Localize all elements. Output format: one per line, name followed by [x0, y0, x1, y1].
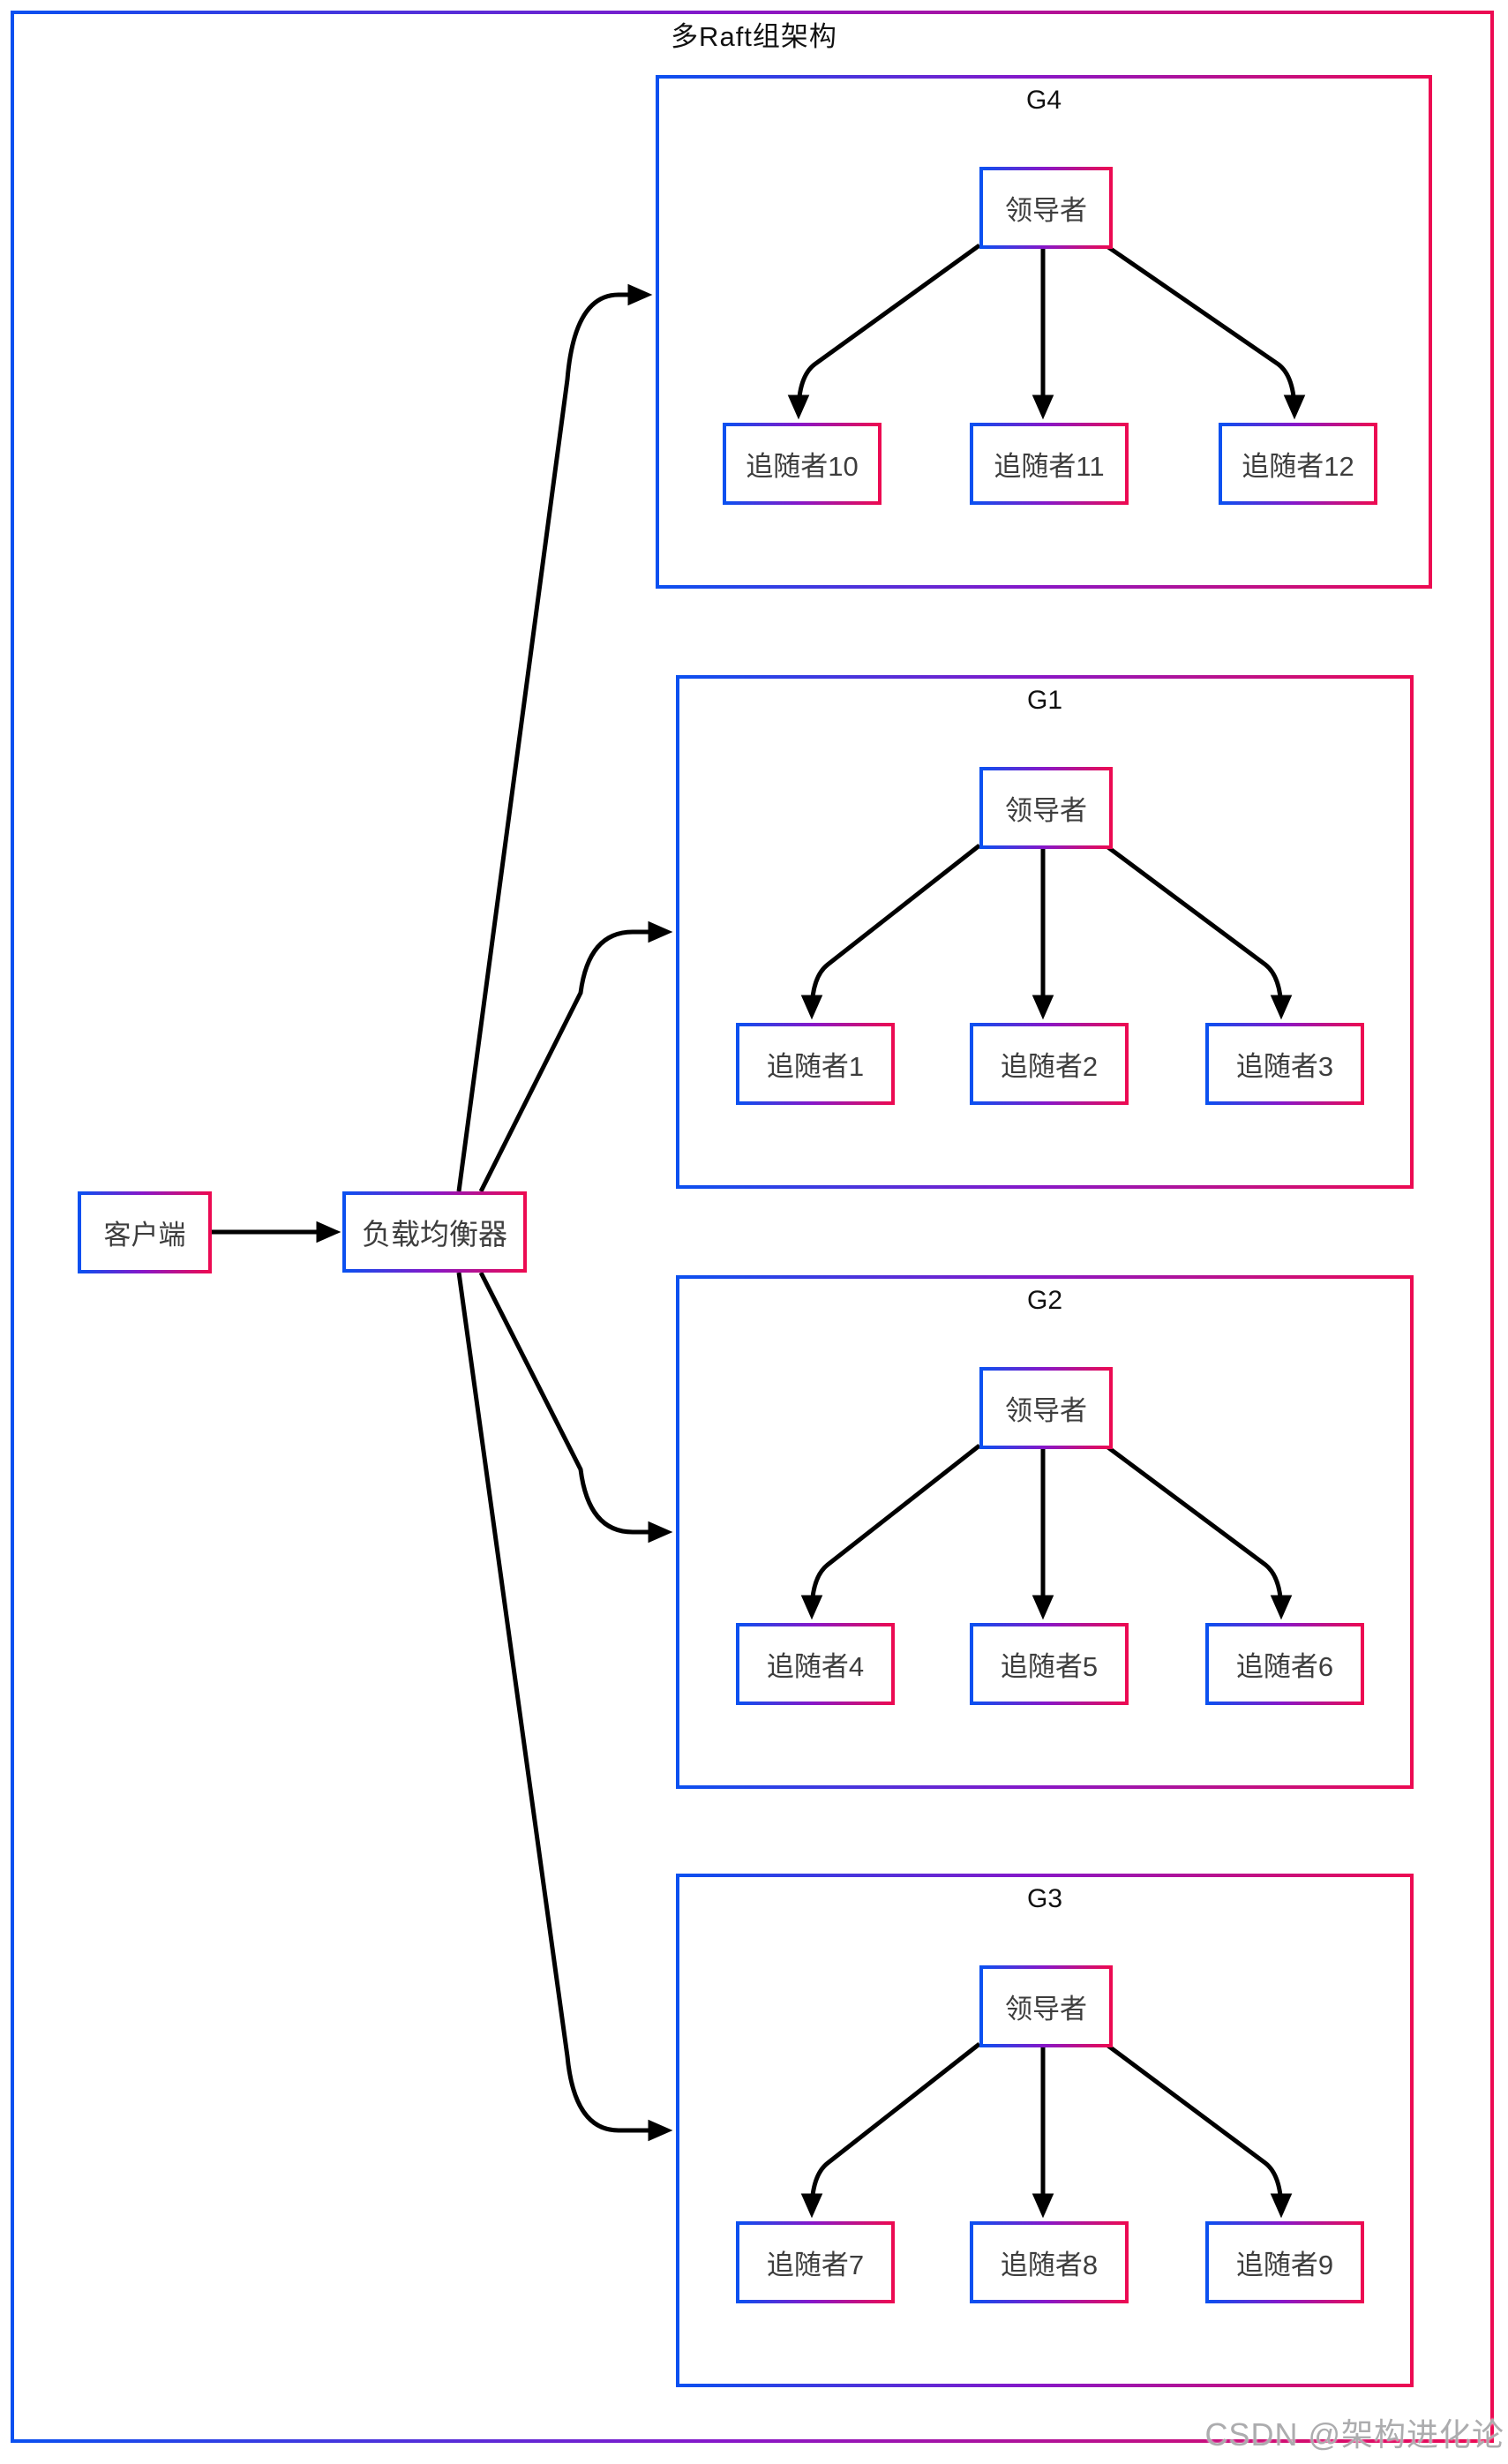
group-g1-follower-node: 追随者3 — [1205, 1023, 1364, 1105]
arrow-lb-to-g1 — [478, 920, 673, 1193]
group-g4-follower-node: 追随者12 — [1219, 423, 1377, 505]
group-g2: G2 领导者 追随者4 追随者5 追随者6 — [676, 1275, 1414, 1789]
group-g2-follower-node: 追随者5 — [970, 1623, 1129, 1705]
group-g3-label: G3 — [1026, 1884, 1063, 1913]
group-g4-label: G4 — [1025, 86, 1062, 115]
group-g1-leader-node: 领导者 — [979, 767, 1113, 849]
group-g3-follower-node: 追随者7 — [736, 2221, 895, 2303]
group-g4-leader-node: 领导者 — [979, 167, 1113, 249]
group-g3-follower-node: 追随者9 — [1205, 2221, 1364, 2303]
diagram-title: 多Raft组架构 — [671, 21, 837, 52]
group-g1: G1 领导者 追随者1 追随者2 追随者3 — [676, 675, 1414, 1189]
group-g2-follower-node: 追随者6 — [1205, 1623, 1364, 1705]
group-g2-label: G2 — [1026, 1286, 1063, 1315]
watermark: CSDN @架构进化论 — [1204, 2416, 1504, 2453]
group-g1-follower-node: 追随者1 — [736, 1023, 895, 1105]
group-g1-follower-node: 追随者2 — [970, 1023, 1129, 1105]
arrow-lb-to-g2 — [478, 1271, 673, 1544]
group-g4-follower-node: 追随者10 — [723, 423, 882, 505]
group-g4: G4 领导者 追随者10 追随者11 追随者12 — [656, 75, 1432, 589]
group-g4-follower-node: 追随者11 — [970, 423, 1129, 505]
client-node: 客户端 — [78, 1191, 212, 1273]
group-g3-leader-node: 领导者 — [979, 1965, 1113, 2047]
group-g1-label: G1 — [1026, 686, 1063, 715]
group-g3: G3 领导者 追随者7 追随者8 追随者9 — [676, 1874, 1414, 2387]
group-g2-leader-node: 领导者 — [979, 1367, 1113, 1449]
arrow-lb-to-g4 — [456, 283, 653, 1192]
group-g3-follower-node: 追随者8 — [970, 2221, 1129, 2303]
load-balancer-node: 负载均衡器 — [342, 1191, 527, 1273]
group-g2-follower-node: 追随者4 — [736, 1623, 895, 1705]
arrow-lb-to-g3 — [456, 1272, 673, 2142]
